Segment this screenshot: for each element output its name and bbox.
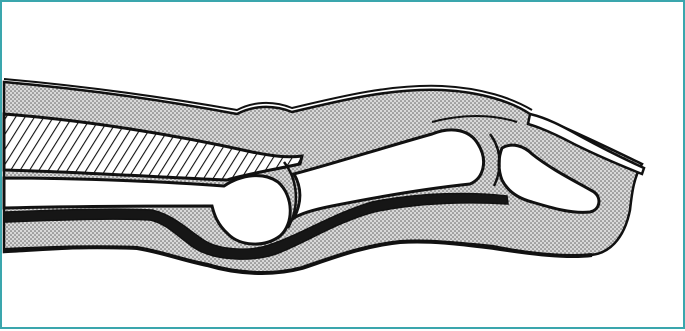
- figure-frame: [0, 0, 685, 329]
- finger-illustration: [2, 2, 685, 331]
